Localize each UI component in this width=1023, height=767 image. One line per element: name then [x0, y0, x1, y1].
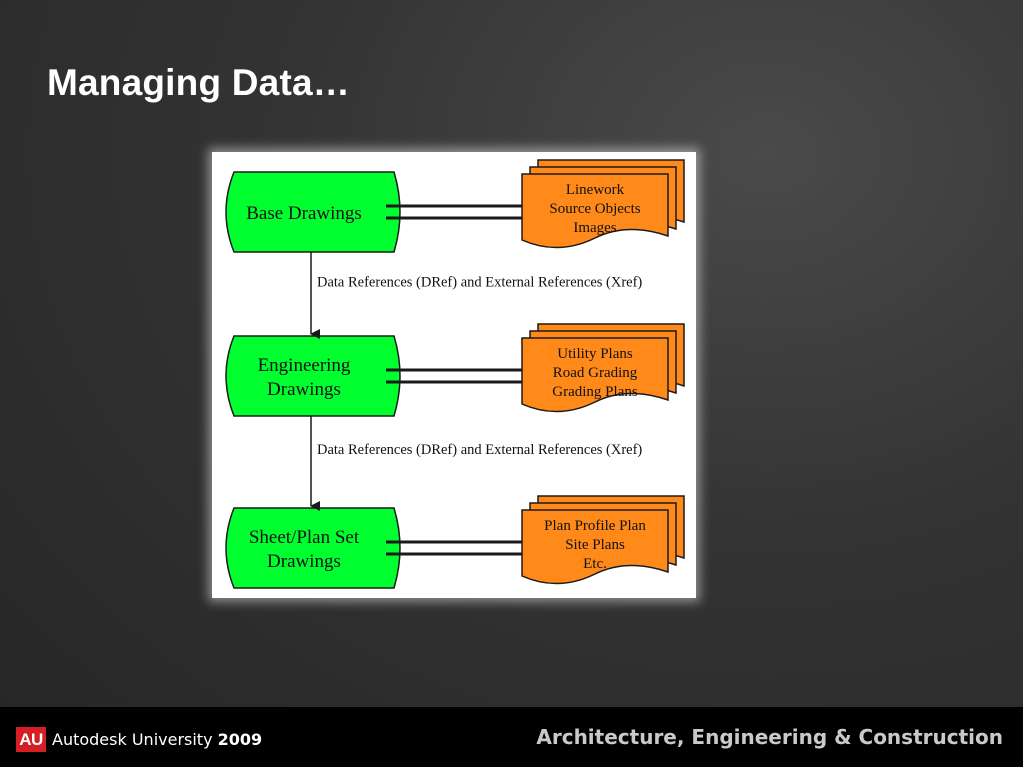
document-item: Source Objects: [549, 201, 640, 217]
document-front: [521, 337, 669, 413]
stage-label: Sheet/Plan Set: [249, 527, 360, 548]
stage-label: Drawings: [267, 379, 341, 400]
footer-brand: Autodesk University 2009: [52, 728, 262, 752]
document-front: [521, 509, 669, 585]
document-item: Site Plans: [565, 537, 625, 553]
document-item: Plan Profile Plan: [544, 518, 646, 534]
footer-brand-year: 2009: [217, 730, 263, 749]
stage-shape: [225, 335, 401, 417]
document-item: Images: [573, 220, 616, 236]
footer-brand-name: Autodesk University: [52, 730, 213, 749]
stage-label: Base Drawings: [246, 203, 362, 224]
autodesk-university-logo: AU: [16, 727, 46, 752]
reference-label: Data References (DRef) and External Refe…: [317, 442, 642, 458]
slide-title: Managing Data…: [47, 62, 350, 103]
document-item: Etc.: [583, 556, 607, 572]
document-front: [521, 173, 669, 249]
document-item: Road Grading: [553, 365, 638, 381]
footer-tagline: Architecture, Engineering & Construction: [536, 725, 1003, 749]
reference-label: Data References (DRef) and External Refe…: [317, 274, 642, 290]
document-item: Utility Plans: [557, 346, 633, 362]
document-item: Linework: [566, 182, 625, 198]
stage-shape: [225, 171, 401, 253]
footer-bar: AU Autodesk University 2009 Architecture…: [0, 707, 1023, 767]
document-item: Grading Plans: [552, 384, 638, 400]
stage-shape: [225, 507, 401, 589]
stage-label: Drawings: [267, 551, 341, 572]
stage-label: Engineering: [258, 355, 351, 376]
